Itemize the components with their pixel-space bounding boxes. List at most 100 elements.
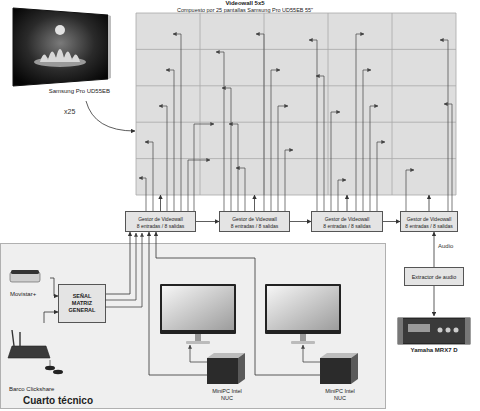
rack-display xyxy=(408,324,430,332)
edge-label: x25 xyxy=(64,108,75,115)
technical-room: Cuarto técnico Movistar+ SEÑAL MATRIZ GENE… xyxy=(0,243,386,409)
minipc-front xyxy=(207,358,238,384)
rack-unit xyxy=(398,318,470,344)
output-wire xyxy=(139,178,146,211)
monitor-stand xyxy=(300,334,306,341)
output-wire xyxy=(166,70,174,211)
clickshare-base xyxy=(8,346,50,358)
rack-knob xyxy=(454,328,459,333)
output-wire xyxy=(316,76,324,211)
antenna xyxy=(19,332,20,346)
decoder-icon xyxy=(10,272,40,282)
screen-grid-lines xyxy=(136,13,456,195)
output-wire xyxy=(363,70,371,211)
monitor-screen xyxy=(267,286,339,330)
output-wire xyxy=(331,112,340,211)
clickshare: Barco Clickshare xyxy=(4,323,66,395)
edge-label: Audio xyxy=(438,243,453,249)
connector xyxy=(50,278,58,296)
connector xyxy=(149,232,208,375)
monitor-screen xyxy=(162,286,234,330)
node-text: Extractor de audio xyxy=(405,274,463,281)
node-text: 8 entradas / 8 salidas xyxy=(312,223,382,229)
connector xyxy=(434,232,435,267)
output-wire xyxy=(278,106,288,211)
minipc-front xyxy=(320,358,351,384)
node-text: Yamaha MRX7 D xyxy=(396,347,472,354)
output-wire xyxy=(285,150,293,211)
monitor-frame xyxy=(265,284,341,334)
output-wire xyxy=(406,170,414,211)
connector xyxy=(290,221,311,222)
monitor-frame xyxy=(160,284,236,334)
splash-pool xyxy=(34,57,86,67)
output-wire xyxy=(309,40,317,211)
output-wire xyxy=(271,70,280,211)
audio-extractor: Extractor de audio xyxy=(404,267,464,286)
output-wire xyxy=(173,34,181,211)
output-wire xyxy=(188,160,210,211)
screen-grid xyxy=(136,13,456,195)
node-text: Movistar+ xyxy=(10,291,36,298)
node-text: Compuesto por 25 pantallas Samsung Pro U… xyxy=(145,7,345,14)
monitor-base xyxy=(186,341,210,344)
connector xyxy=(106,232,130,294)
connector xyxy=(429,195,430,211)
node-text: Barco Clickshare xyxy=(9,386,54,393)
output-wire xyxy=(222,88,231,211)
connector xyxy=(254,195,255,211)
button-cable xyxy=(50,360,51,366)
videowall-manager: Gestor de Videowall8 entradas / 8 salida… xyxy=(311,211,383,232)
minipc-side xyxy=(238,353,245,384)
video-wire xyxy=(303,345,320,362)
splash-crown xyxy=(40,49,80,62)
node-text: 8 entradas / 8 salidas xyxy=(401,223,457,229)
connector xyxy=(383,221,400,222)
node-text: Gestor de Videowall xyxy=(312,216,382,222)
minipc: MiniPC Intel NUC xyxy=(321,353,359,403)
display-photo xyxy=(13,8,108,86)
node-text: Gestor de Videowall xyxy=(401,216,457,222)
minipc-side xyxy=(351,353,358,384)
output-wire xyxy=(440,40,448,211)
node-text: Gestor de Videowall xyxy=(220,216,289,222)
connector xyxy=(196,221,219,222)
antenna xyxy=(12,330,14,346)
output-wire xyxy=(256,34,264,211)
output-wire xyxy=(229,124,238,211)
clickshare-button xyxy=(45,366,55,370)
node-text: Samsung Pro UD55EB xyxy=(46,88,110,95)
monitor-stand xyxy=(195,334,201,341)
output-wire xyxy=(338,180,346,211)
connector xyxy=(160,195,161,211)
node-text: Cuarto técnico xyxy=(23,395,93,407)
display-edge xyxy=(108,15,111,79)
rack-ear xyxy=(398,318,403,344)
videowall-manager: Gestor de Videowall8 entradas / 8 salida… xyxy=(400,211,458,232)
output-wire xyxy=(194,124,214,211)
clickshare-button xyxy=(53,370,63,374)
connector xyxy=(44,312,58,323)
rack-knob xyxy=(438,328,443,333)
videowall-manager: Gestor de Videowall8 entradas / 8 salida… xyxy=(219,211,290,232)
connector xyxy=(434,286,435,316)
output-wire xyxy=(377,142,385,211)
output-wire xyxy=(159,106,167,211)
output-wire xyxy=(444,104,452,211)
node-text: MiniPC Intel NUC xyxy=(325,388,355,402)
video-wire xyxy=(190,345,207,362)
connector xyxy=(86,101,135,131)
minipc: MiniPC Intel NUC xyxy=(208,353,246,403)
videowall-manager: Gestor de Videowall8 entradas / 8 salida… xyxy=(125,211,196,232)
output-wire xyxy=(145,142,153,211)
rack-ear xyxy=(465,318,470,344)
node-text: Gestor de Videowall xyxy=(126,216,195,222)
node-text: SEÑAL MATRIZ GENERAL xyxy=(68,293,96,314)
splash-drop xyxy=(55,25,65,35)
rack-knob xyxy=(446,328,451,333)
matrix-box: SEÑAL MATRIZ GENERAL xyxy=(58,284,106,323)
signal-wire xyxy=(105,233,142,307)
connector xyxy=(347,195,348,211)
videowall: Videowall 5x5Compuesto por 25 pantallas … xyxy=(136,0,456,195)
